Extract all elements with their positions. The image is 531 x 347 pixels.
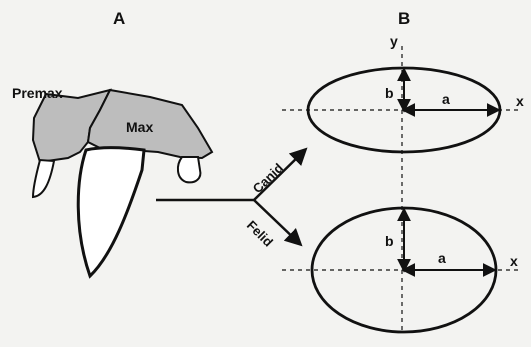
- incisor-tooth: [31, 158, 56, 199]
- canid-cross-section: b a x: [282, 66, 524, 154]
- canid-arrow: [253, 147, 308, 201]
- bottom-x-label: x: [510, 253, 518, 269]
- top-a-label: a: [442, 91, 450, 107]
- felid-arrow: [253, 199, 303, 247]
- felid-cross-section: b a x: [282, 206, 522, 334]
- max-label: Max: [126, 119, 153, 135]
- premolar-tooth: [176, 156, 202, 184]
- canine-tooth: [76, 146, 146, 279]
- bottom-a-label: a: [438, 250, 446, 266]
- premax-label: Premax: [12, 85, 63, 101]
- panel-b-label: B: [398, 9, 410, 28]
- bottom-b-label: b: [385, 233, 394, 249]
- felid-label: Felid: [244, 218, 276, 250]
- canid-label: Canid: [250, 160, 286, 196]
- top-x-label: x: [516, 93, 524, 109]
- maxilla-bone: [86, 88, 214, 160]
- y-axis-label: y: [390, 33, 398, 49]
- panel-a-label: A: [113, 9, 125, 28]
- premaxilla-bone: [31, 88, 112, 164]
- top-b-label: b: [385, 85, 394, 101]
